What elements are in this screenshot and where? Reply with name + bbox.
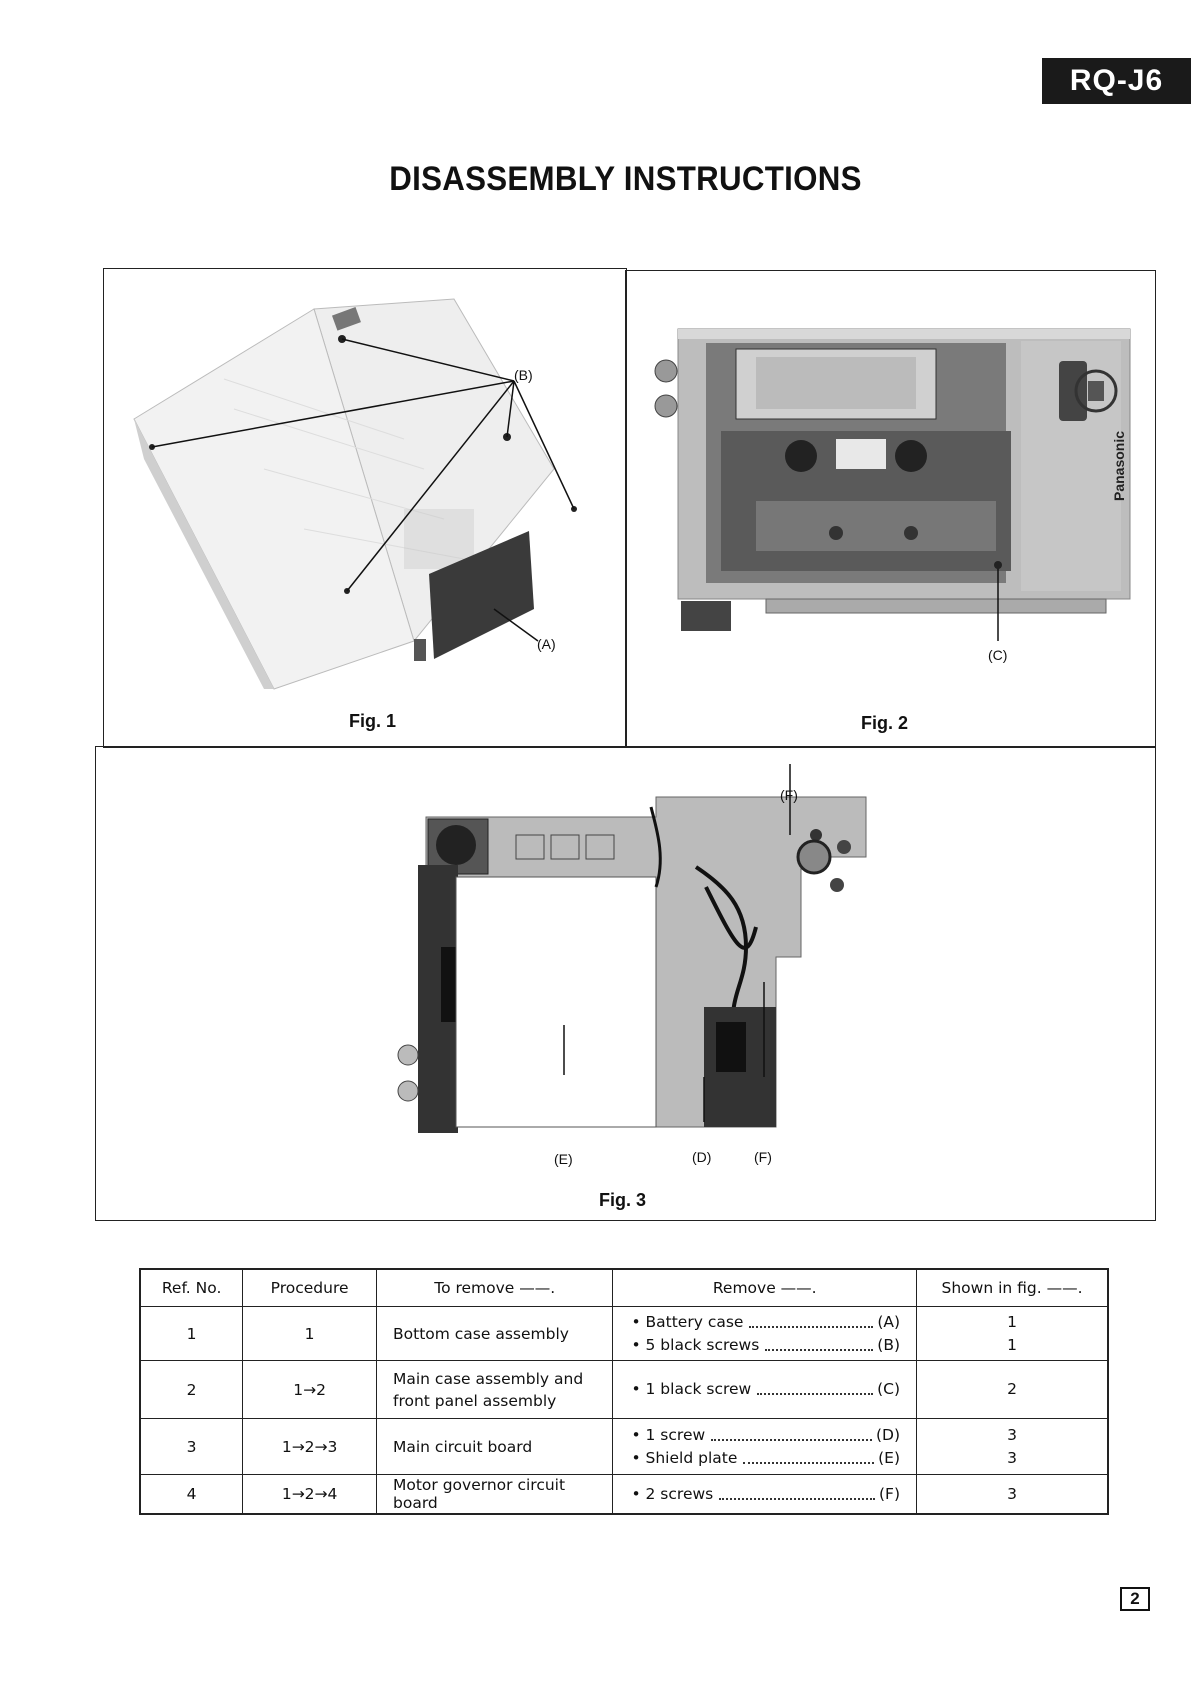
cell-ref: 2 bbox=[139, 1360, 244, 1419]
header-procedure: Procedure bbox=[242, 1268, 377, 1307]
cell-ref: 1 bbox=[139, 1306, 244, 1361]
figure-1-label: Fig. 1 bbox=[349, 711, 397, 731]
callout-b: (B) bbox=[514, 367, 533, 383]
figure-3-illustration bbox=[397, 764, 867, 1133]
cell-to-remove: Main circuit board bbox=[375, 1418, 614, 1475]
figure-2-panel: Panasonic (C) Fig. 2 bbox=[625, 270, 1156, 748]
cell-procedure: 1→2→3 bbox=[242, 1418, 377, 1475]
cell-to-remove: Motor governor circuit board bbox=[375, 1474, 614, 1515]
table-row: 2 1→2 Main case assembly and front panel… bbox=[139, 1360, 1109, 1419]
remove-item: • Shield plate bbox=[631, 1448, 738, 1467]
disassembly-table: Ref. No. Procedure To remove ——. Remove … bbox=[139, 1268, 1109, 1515]
callout-c: (C) bbox=[988, 647, 1008, 663]
table-row: 3 1→2→3 Main circuit board • 1 screw (D) … bbox=[139, 1418, 1109, 1475]
model-tag: RQ-J6 bbox=[1042, 58, 1191, 104]
cell-ref: 4 bbox=[139, 1474, 244, 1515]
page-number: 2 bbox=[1120, 1587, 1150, 1611]
header-remove: Remove ——. bbox=[612, 1268, 918, 1307]
figure-1-panel: (B) (A) Fig. 1 bbox=[103, 268, 627, 748]
remove-item: • 5 black screws bbox=[631, 1335, 760, 1354]
figure-3-label: Fig. 3 bbox=[599, 1190, 647, 1210]
cell-to-remove: Bottom case assembly bbox=[375, 1306, 614, 1361]
table-row: 4 1→2→4 Motor governor circuit board • 2… bbox=[139, 1474, 1109, 1515]
callout-f-top: (F) bbox=[780, 787, 798, 803]
cell-remove: • Battery case (A) • 5 black screws (B) bbox=[612, 1306, 918, 1361]
cell-fig: 2 bbox=[916, 1360, 1109, 1419]
figure-2-illustration bbox=[654, 328, 1131, 641]
remove-code: (E) bbox=[878, 1448, 901, 1467]
remove-code: (B) bbox=[877, 1335, 901, 1354]
cell-ref: 3 bbox=[139, 1418, 244, 1475]
callout-f-bottom: (F) bbox=[754, 1149, 772, 1165]
fig-ref: 2 bbox=[1007, 1380, 1017, 1398]
cell-to-remove: Main case assembly and front panel assem… bbox=[375, 1360, 614, 1419]
fig-ref: 3 bbox=[1007, 1484, 1017, 1503]
cell-fig: 1 1 bbox=[916, 1306, 1109, 1361]
remove-item: • 1 black screw bbox=[631, 1380, 752, 1398]
remove-item: • 1 screw bbox=[631, 1425, 706, 1444]
cell-procedure: 1 bbox=[242, 1306, 377, 1361]
remove-code: (C) bbox=[877, 1380, 901, 1398]
fig-ref: 3 bbox=[1007, 1425, 1017, 1444]
figure-2-label: Fig. 2 bbox=[861, 713, 909, 733]
figure-3-panel: (F) (E) (D) (F) Fig. 3 bbox=[95, 746, 1156, 1221]
table-row: 1 1 Bottom case assembly • Battery case (… bbox=[139, 1306, 1109, 1361]
cell-remove: • 1 black screw (C) bbox=[612, 1360, 918, 1419]
remove-item: • 2 screws bbox=[631, 1484, 714, 1503]
remove-code: (D) bbox=[875, 1425, 901, 1444]
callout-a: (A) bbox=[537, 636, 556, 652]
brand-text: Panasonic bbox=[1111, 430, 1127, 501]
fig-ref: 1 bbox=[1007, 1312, 1017, 1331]
cell-fig: 3 bbox=[916, 1474, 1109, 1515]
remove-item: • Battery case bbox=[631, 1312, 744, 1331]
callout-d: (D) bbox=[692, 1149, 712, 1165]
fig-ref: 1 bbox=[1007, 1335, 1017, 1354]
fig-ref: 3 bbox=[1007, 1448, 1017, 1467]
cell-procedure: 1→2→4 bbox=[242, 1474, 377, 1515]
table-header-row: Ref. No. Procedure To remove ——. Remove … bbox=[139, 1268, 1109, 1307]
callout-e: (E) bbox=[554, 1151, 573, 1167]
page-title: DISASSEMBLY INSTRUCTIONS bbox=[389, 160, 862, 198]
cell-fig: 3 3 bbox=[916, 1418, 1109, 1475]
cell-remove: • 2 screws (F) bbox=[612, 1474, 918, 1515]
header-to-remove: To remove ——. bbox=[375, 1268, 614, 1307]
header-ref-no: Ref. No. bbox=[139, 1268, 244, 1307]
cell-remove: • 1 screw (D) • Shield plate (E) bbox=[612, 1418, 918, 1475]
remove-code: (A) bbox=[877, 1312, 901, 1331]
figure-1-illustration bbox=[133, 298, 577, 690]
header-shown-in-fig: Shown in fig. ——. bbox=[916, 1268, 1109, 1307]
cell-procedure: 1→2 bbox=[242, 1360, 377, 1419]
remove-code: (F) bbox=[879, 1484, 901, 1503]
